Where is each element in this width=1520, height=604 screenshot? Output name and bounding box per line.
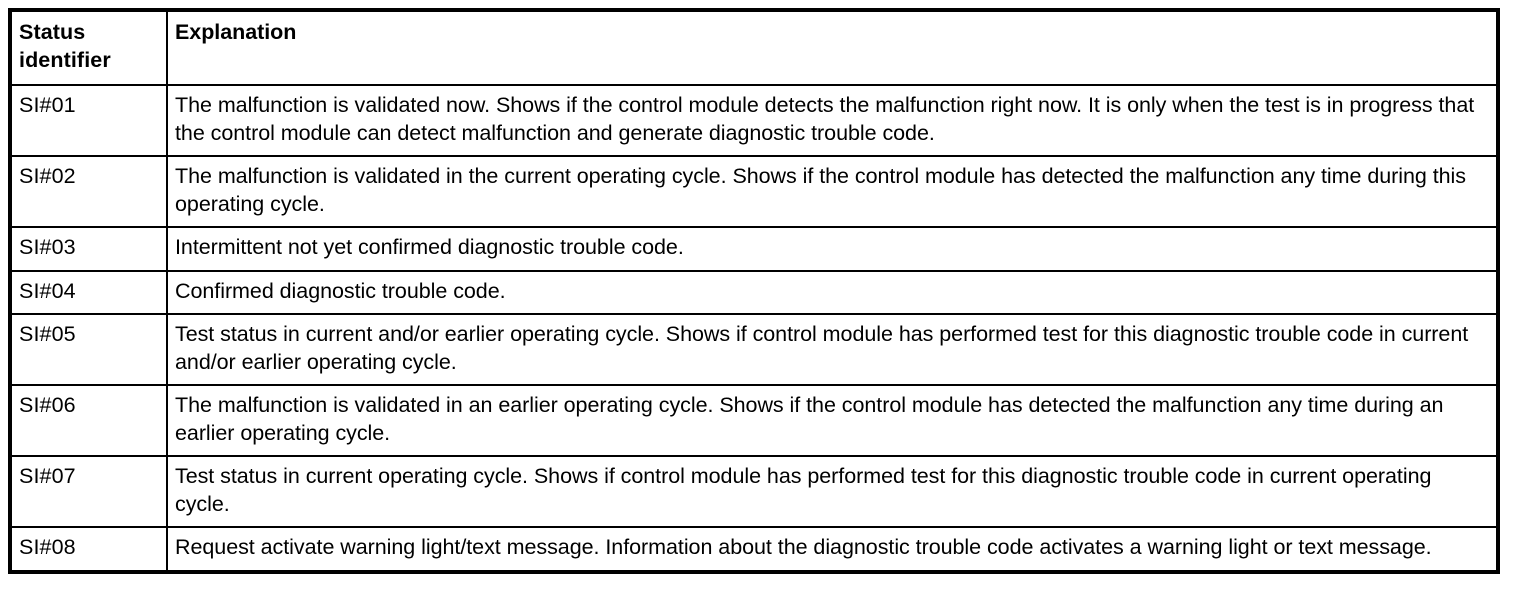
cell-status-identifier: SI#06 <box>9 384 168 458</box>
table-header: Status identifier Explanation <box>9 9 1499 86</box>
table-row: SI#01 The malfunction is validated now. … <box>9 83 1499 158</box>
cell-status-identifier: SI#08 <box>9 526 168 573</box>
cell-explanation: Intermittent not yet confirmed diagnosti… <box>166 226 1499 272</box>
table-row: SI#05 Test status in current and/or earl… <box>9 313 1499 387</box>
cell-explanation: Request activate warning light/text mess… <box>166 526 1499 573</box>
cell-status-identifier: SI#07 <box>9 455 168 529</box>
table-row: SI#07 Test status in current operating c… <box>9 455 1499 529</box>
cell-status-identifier: SI#03 <box>9 226 168 272</box>
status-identifier-table: Status identifier Explanation SI#01 The … <box>8 8 1500 574</box>
cell-explanation: Test status in current operating cycle. … <box>166 455 1499 529</box>
column-header-status-identifier: Status identifier <box>9 9 168 86</box>
table-row: SI#03 Intermittent not yet confirmed dia… <box>9 226 1499 272</box>
table-header-row: Status identifier Explanation <box>9 9 1499 86</box>
cell-explanation: Test status in current and/or earlier op… <box>166 313 1499 387</box>
cell-explanation: The malfunction is validated in the curr… <box>166 155 1499 229</box>
cell-explanation: The malfunction is validated in an earli… <box>166 384 1499 458</box>
cell-explanation: Confirmed diagnostic trouble code. <box>166 269 1499 316</box>
cell-status-identifier: SI#04 <box>9 269 168 316</box>
cell-status-identifier: SI#05 <box>9 313 168 387</box>
column-header-explanation: Explanation <box>166 9 1499 86</box>
cell-status-identifier: SI#02 <box>9 155 168 229</box>
column-header-status-identifier-line2: identifier <box>19 47 111 72</box>
table-row: SI#02 The malfunction is validated in th… <box>9 155 1499 229</box>
cell-explanation: The malfunction is validated now. Shows … <box>166 83 1499 158</box>
cell-status-identifier: SI#01 <box>9 83 168 158</box>
table-row: SI#08 Request activate warning light/tex… <box>9 526 1499 573</box>
table-body: SI#01 The malfunction is validated now. … <box>9 83 1499 573</box>
table-row: SI#04 Confirmed diagnostic trouble code. <box>9 269 1499 316</box>
column-header-status-identifier-line1: Status <box>19 20 86 44</box>
table-row: SI#06 The malfunction is validated in an… <box>9 384 1499 458</box>
